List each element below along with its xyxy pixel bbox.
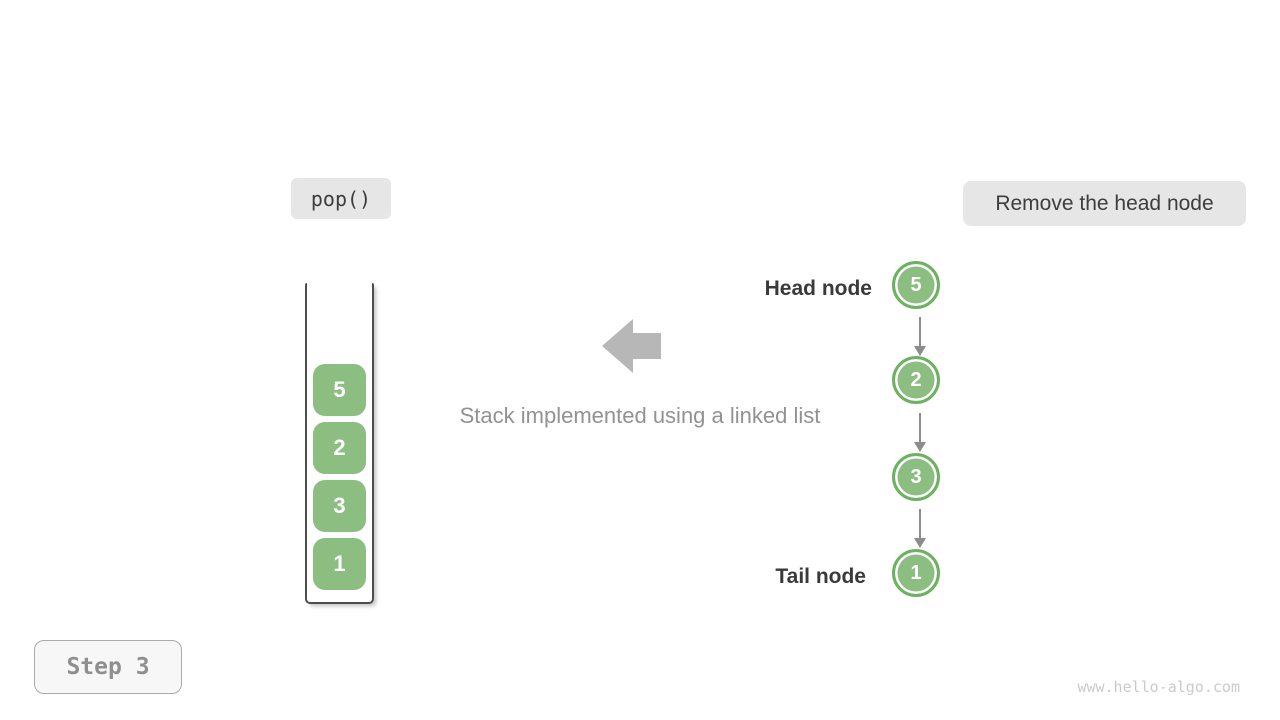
step-badge-label: Step 3: [66, 654, 150, 680]
pop-operation-label: pop(): [291, 178, 391, 219]
linked-list-node: 1: [892, 549, 940, 597]
step-badge: Step 3: [34, 640, 182, 694]
linked-list-node: 5: [892, 261, 940, 309]
head-node-label: Head node: [764, 277, 872, 300]
linked-list-node: 3: [892, 453, 940, 501]
stack-item: 1: [313, 538, 366, 590]
down-arrow-icon: [908, 509, 932, 548]
stack-item: 3: [313, 480, 366, 532]
stack-container: 5 2 3 1: [305, 283, 374, 604]
left-arrow-icon: [602, 319, 661, 373]
linked-list-node: 2: [892, 356, 940, 404]
stack-item: 2: [313, 422, 366, 474]
diagram-caption: Stack implemented using a linked list: [459, 403, 821, 428]
stack-item: 5: [313, 364, 366, 416]
watermark-text: www.hello-algo.com: [1077, 678, 1240, 696]
down-arrow-icon: [908, 413, 932, 452]
down-arrow-icon: [908, 317, 932, 356]
tail-node-label: Tail node: [775, 565, 866, 588]
action-description-label: Remove the head node: [963, 181, 1246, 226]
